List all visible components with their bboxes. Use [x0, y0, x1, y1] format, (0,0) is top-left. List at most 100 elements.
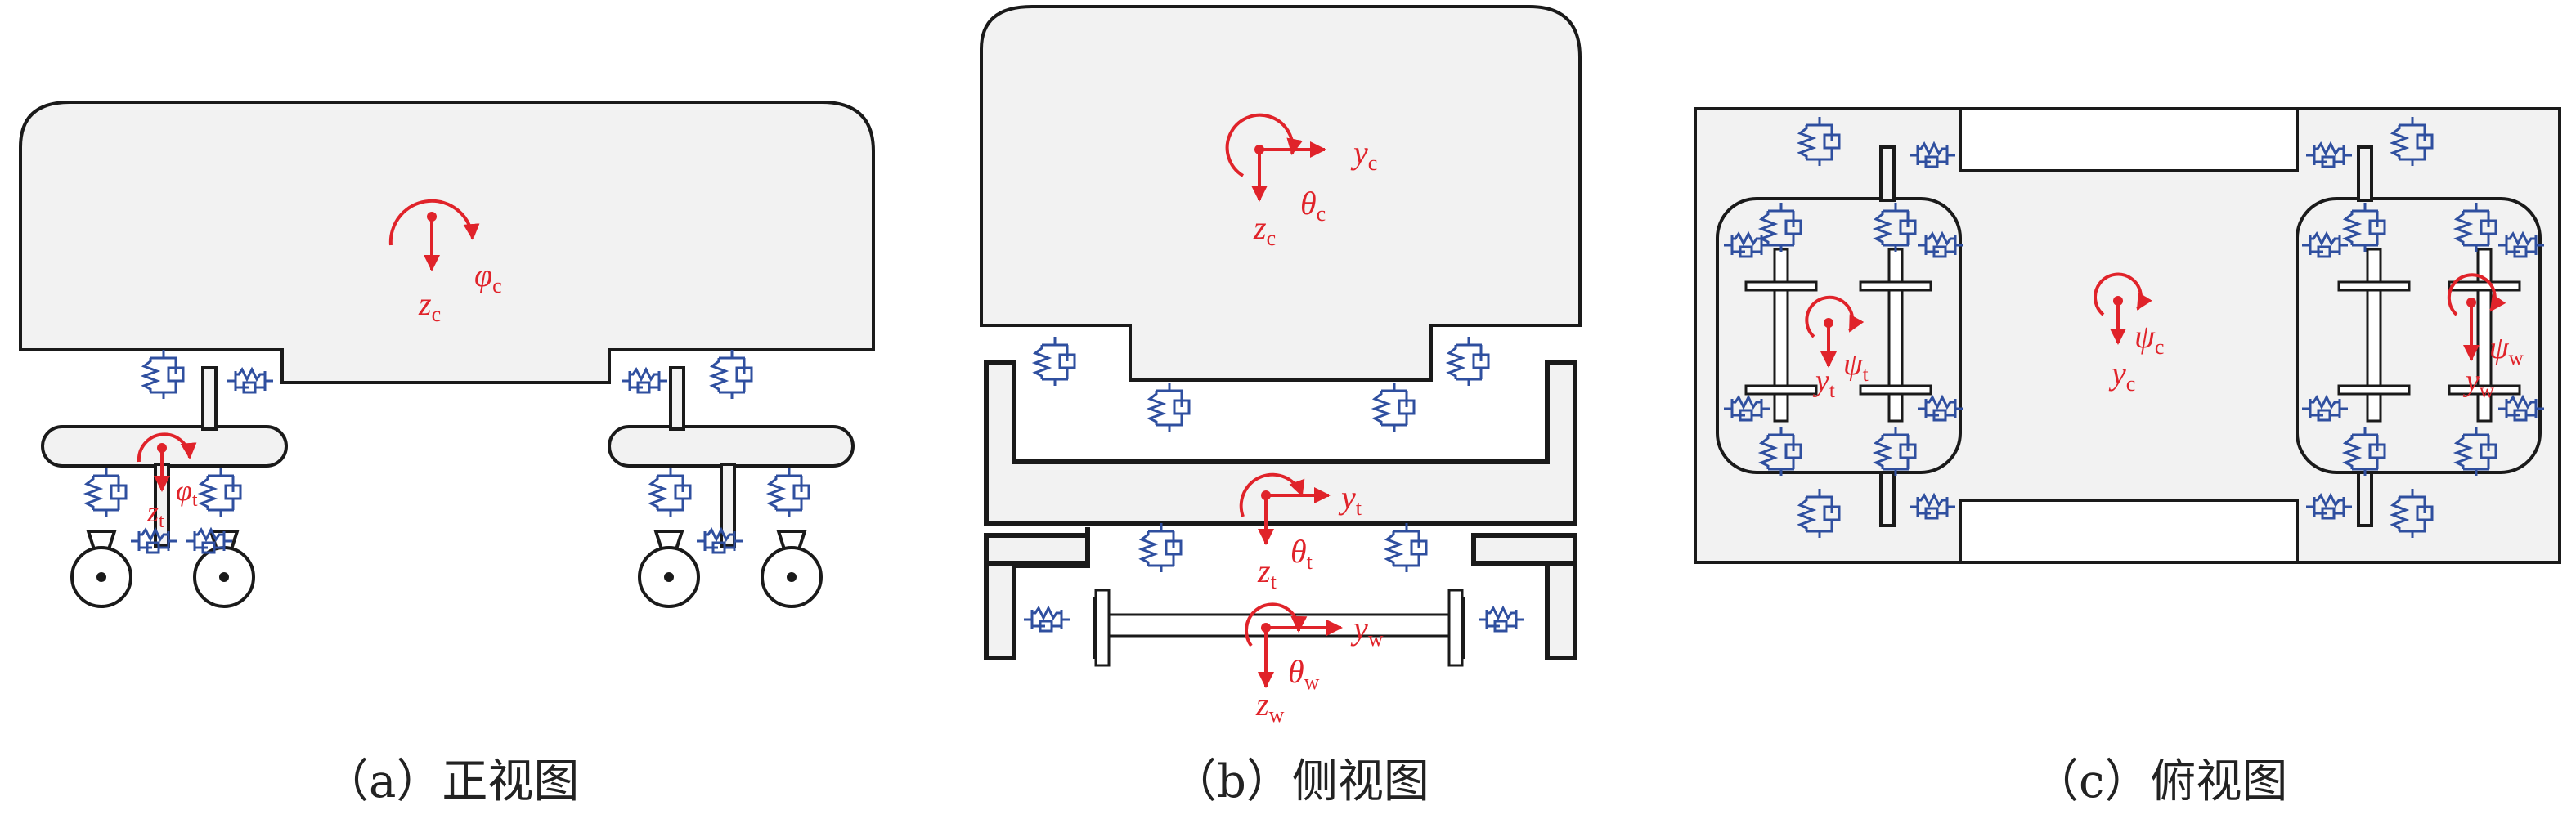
axle — [2337, 248, 2411, 423]
axle — [2448, 248, 2521, 423]
axle-box-right-top — [1471, 533, 1577, 566]
lateral-spring — [1910, 492, 1955, 520]
caption-top: （c）俯视图 — [2033, 755, 2287, 808]
bogie-dof-arrows — [1805, 295, 1865, 368]
label-y-t: yt — [1338, 479, 1362, 520]
body-cutout-bottom — [1959, 499, 2299, 564]
lateral-spring — [186, 526, 232, 554]
bogie-left-top — [1716, 145, 1962, 527]
spring-damper — [1138, 523, 1183, 572]
center-pin — [2357, 145, 2373, 202]
spring-damper — [1796, 489, 1841, 538]
center-pin — [1879, 471, 1896, 527]
spring-damper — [2341, 427, 2386, 476]
label-y-c: yc — [2108, 355, 2135, 396]
lateral-spring — [1024, 605, 1070, 633]
lateral-spring — [1910, 141, 1955, 168]
spring-damper — [2453, 203, 2497, 252]
spring-damper — [765, 468, 810, 517]
car-body — [980, 5, 1582, 382]
lateral-spring — [2306, 141, 2352, 168]
caption-side: （b）侧视图 — [1171, 755, 1429, 808]
label-z-c: zc — [1253, 209, 1276, 250]
lateral-spring — [2302, 230, 2348, 258]
bogie-right-top — [2296, 145, 2542, 527]
label-y-t: yt — [1812, 364, 1835, 402]
bogie-dof-arrows — [137, 432, 197, 492]
center-pin — [2357, 471, 2373, 527]
guide-wheel — [70, 530, 132, 608]
guide-wheel — [638, 530, 700, 608]
spring-damper — [1445, 337, 1490, 386]
lateral-spring — [1918, 230, 1963, 258]
label-y-w: yw — [1350, 610, 1384, 651]
spring-damper — [1383, 523, 1428, 572]
bogie-left — [41, 350, 288, 608]
spring-damper — [140, 350, 185, 399]
bogie-frame — [1716, 197, 1962, 474]
label-z-t: zt — [1257, 553, 1277, 593]
guide-wheel — [193, 530, 255, 608]
spring-damper — [2389, 489, 2434, 538]
label-theta-c: θc — [1300, 185, 1326, 226]
label-theta-t: θt — [1290, 533, 1313, 574]
wheelset-dof-arrows — [2447, 273, 2506, 361]
label-z-t: zt — [146, 495, 164, 532]
lateral-spring — [1918, 394, 1963, 422]
spring-damper — [1031, 337, 1076, 386]
lateral-spring — [2498, 230, 2544, 258]
spring-damper — [1371, 383, 1416, 432]
label-z-w: zw — [1255, 686, 1285, 727]
car-body — [19, 101, 875, 384]
label-theta-w: θw — [1288, 653, 1320, 694]
spring-damper — [1757, 203, 1802, 252]
wheelset — [1093, 589, 1465, 667]
label-psi-w: ψw — [2489, 331, 2524, 369]
bogie-dof-arrows — [1239, 472, 1331, 545]
center-pin — [1879, 145, 1896, 202]
label-z-c: zc — [418, 285, 441, 326]
label-psi-t: ψt — [1843, 347, 1869, 386]
bogie-frame — [984, 360, 1577, 526]
caption-front: （a）正视图 — [323, 755, 579, 808]
body-cutout-top — [1959, 107, 2299, 172]
spring-damper — [83, 468, 128, 517]
wheelset-dof-arrows — [1245, 602, 1343, 688]
spring-damper — [647, 468, 692, 517]
lateral-spring — [227, 366, 273, 394]
label-y-c: yc — [1350, 134, 1377, 175]
car-dof-arrows — [388, 199, 480, 271]
lateral-spring — [622, 366, 667, 394]
bogie-frame — [608, 425, 855, 468]
label-phi-c: φc — [474, 257, 502, 298]
axle-box-left-top — [984, 533, 1090, 566]
label-y-w: yw — [2462, 364, 2494, 402]
center-pin — [201, 366, 218, 431]
spring-damper — [1757, 427, 1802, 476]
spring-damper — [1872, 203, 1917, 252]
lateral-spring — [2306, 492, 2352, 520]
lateral-spring — [2302, 394, 2348, 422]
panel-side-view: yc θc zc yt θt zt — [980, 5, 1582, 808]
lateral-spring — [1724, 394, 1770, 422]
lateral-spring — [697, 526, 743, 554]
car-dof-arrows — [1225, 113, 1326, 202]
spring-damper — [2341, 203, 2386, 252]
spring-damper — [1146, 383, 1191, 432]
lateral-spring — [131, 526, 177, 554]
spring-damper — [1796, 117, 1841, 166]
spring-damper — [708, 350, 753, 399]
panel-front-view: φc zc φt zt （a）正视图 — [19, 101, 875, 808]
center-pin — [669, 366, 685, 431]
lateral-spring — [1724, 230, 1770, 258]
panel-top-view: ψc yc ψt yt ψw yw （c）俯视图 — [1694, 107, 2561, 808]
spring-damper — [2389, 117, 2434, 166]
spring-damper — [1872, 427, 1917, 476]
spring-damper — [2453, 427, 2497, 476]
label-psi-c: ψc — [2134, 318, 2164, 359]
spring-damper — [197, 468, 242, 517]
axle — [1859, 248, 1932, 423]
axle — [1744, 248, 1818, 423]
lateral-spring — [1479, 605, 1524, 633]
